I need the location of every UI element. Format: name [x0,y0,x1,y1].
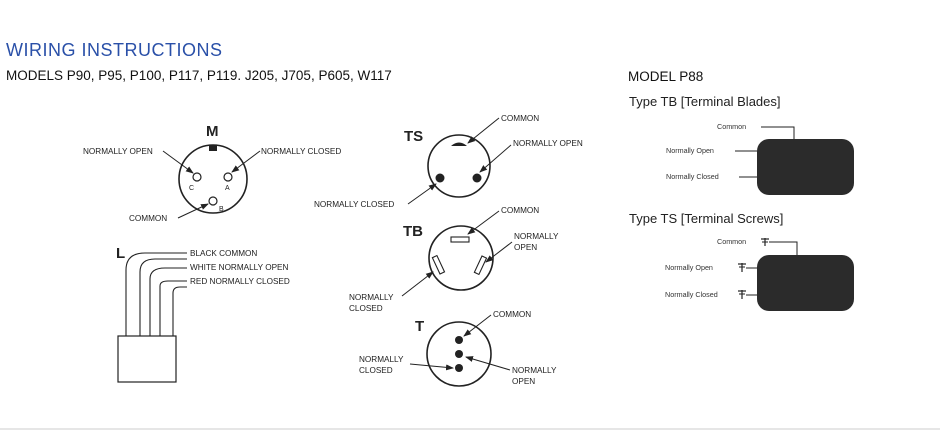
plug-t-common-pin [455,336,463,344]
plug-t-body [426,321,492,387]
plug-ts-common-terminal [451,142,467,146]
plug-tb-no-arrow [485,241,513,263]
plug-tb-diagram: TB COMMON NORMALLY OPEN NORMALLY CLOSED [349,206,559,313]
plug-tb-nc-blade [431,254,446,275]
p88-ts-open-screw [738,263,746,272]
p88-tb-common-blade [761,126,795,139]
plug-ts-nc-arrow [407,183,437,205]
lead-l-black-label: BLACK COMMON [190,249,257,258]
plug-ts-letter: TS [404,128,423,145]
plug-m-diagram: M C A B NORMALLY OPEN NORMALLY CLOSED CO… [83,123,341,223]
lead-l-red-label: RED NORMALLY CLOSED [190,277,290,286]
plug-ts-no-terminal [472,173,482,183]
lead-l-letter: L [116,245,125,262]
bottom-divider [0,428,940,430]
plug-tb-nc-label-2: CLOSED [349,304,383,313]
p88-ts-open-label: Normally Open [665,263,713,272]
plug-ts-common-label: COMMON [501,114,539,123]
p88-tb-open-label: Normally Open [666,146,714,155]
plug-t-no-label-2: OPEN [512,377,535,386]
p88-type-tb-label: Type TB [Terminal Blades] [629,94,781,109]
plug-t-no-arrow [465,356,511,371]
plug-ts-no-arrow [479,144,512,173]
plug-m-pin-b [208,196,218,206]
plug-t-nc-label-1: NORMALLY [359,355,404,364]
plug-t-common-label: COMMON [493,310,531,319]
plug-m-common-label: COMMON [129,214,167,223]
p88-ts-closed-label: Normally Closed [665,290,718,299]
plug-ts-nc-terminal [435,173,445,183]
plug-tb-common-blade [450,236,470,243]
plug-tb-common-label: COMMON [501,206,539,215]
plug-m-nc-arrow [231,150,261,173]
plug-m-no-arrow [162,150,194,174]
p88-ts-diagram: Common Normally Open Normally Closed [665,237,854,311]
plug-m-nc-label: NORMALLY CLOSED [261,147,341,156]
plug-tb-no-label-2: OPEN [514,243,537,252]
plug-ts-no-label: NORMALLY OPEN [513,139,583,148]
plug-ts-diagram: TS COMMON NORMALLY OPEN NORMALLY CLOSED [314,114,583,209]
plug-tb-common-arrow [467,210,500,235]
plug-t-no-pin [455,350,463,358]
plug-ts-body [427,134,491,198]
p88-title: MODEL P88 [628,69,704,84]
plug-tb-nc-arrow [401,271,434,297]
p88-ts-closed-screw [738,290,746,299]
plug-ts-common-arrow [467,117,500,144]
plug-t-nc-arrow [409,363,454,371]
plug-m-pin-c [192,172,202,182]
plug-m-letter: M [206,123,219,140]
plug-m-common-arrow [177,203,209,219]
p88-tb-switch-body [757,139,854,195]
plug-t-no-label-1: NORMALLY [512,366,557,375]
plug-m-body [178,144,248,214]
plug-m-pin-b-label: B [219,206,224,213]
plug-t-nc-pin [455,364,463,372]
plug-t-nc-label-2: CLOSED [359,366,393,375]
p88-tb-closed-label: Normally Closed [666,172,719,181]
p88-tb-diagram: Common Normally Open Normally Closed [666,122,854,195]
models-list: MODELS P90, P95, P100, P117, P119. J205,… [6,68,392,83]
lead-l-cable-jacket [117,335,177,383]
plug-tb-letter: TB [403,223,423,240]
plug-t-diagram: T COMMON NORMALLY CLOSED NORMALLY OPEN [359,310,557,387]
plug-m-pin-c-label: C [189,185,194,192]
plug-t-letter: T [415,318,424,335]
plug-tb-no-label-1: NORMALLY [514,232,559,241]
page-title: WIRING INSTRUCTIONS [6,40,223,60]
p88-ts-switch-body [757,255,854,311]
plug-ts-nc-label: NORMALLY CLOSED [314,200,394,209]
p88-tb-common-label: Common [717,122,746,131]
plug-m-key [209,145,217,151]
lead-l-white-label: WHITE NORMALLY OPEN [190,263,289,272]
plug-t-common-arrow [463,314,492,337]
plug-m-pin-a [223,172,233,182]
p88-type-ts-label: Type TS [Terminal Screws] [629,211,784,226]
plug-tb-no-blade [473,255,488,276]
plug-m-pin-a-label: A [225,185,230,192]
p88-ts-common-screw [761,238,769,246]
plug-tb-nc-label-1: NORMALLY [349,293,394,302]
plug-m-no-label: NORMALLY OPEN [83,147,153,156]
p88-ts-common-label: Common [717,237,746,246]
lead-l-diagram: L BLACK COMMON WHITE NORMALLY OPEN RED N… [116,245,290,383]
